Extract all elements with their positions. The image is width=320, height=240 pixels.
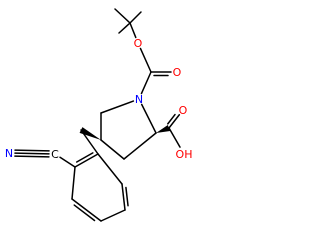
bond-benzene-c3-to-benzene-c4-double-inner: [73, 204, 96, 222]
bond-acid-carbon-to-acid-hydroxyl-single: [168, 127, 181, 148]
bond-ester-oxygen-to-carbamate-carbon-single: [139, 47, 152, 73]
bond-ring-nitrogen-to-ring-ch2-n-single: [100, 100, 135, 114]
bond-carbamate-carbon-to-ring-nitrogen-single: [140, 71, 152, 95]
bond-benzene-c5-to-benzene-c6-double-inner: [125, 186, 129, 207]
bond-benzyl-ch2-to-benzene-c1-single: [80, 129, 99, 155]
atom-label-ester-oxygen: O: [134, 37, 143, 50]
bond-acid-carbon-to-acid-carbonyl-oxygen-double-main: [168, 113, 181, 129]
bond-tert-butyl-methyl-2-to-tert-butyl-quaternary-single: [129, 11, 142, 24]
bond-ring-ch-acid-to-acid-carbon-wedge: [156, 125, 171, 133]
bond-ring-ch-benzyl-to-benzyl-ch2-wedge: [79, 127, 101, 140]
bond-ring-ch-benzyl-to-ring-ch2-single: [100, 139, 125, 160]
bond-tert-butyl-methyl-3-to-tert-butyl-quaternary-single: [118, 22, 131, 34]
bond-acid-carbon-to-acid-carbonyl-oxygen-double-inner: [167, 113, 176, 125]
bond-benzene-c2-to-benzene-c3-single: [71, 166, 76, 200]
bond-benzene-c3-to-benzene-c4-double-main: [71, 198, 102, 222]
atom-label-nitrile-nitrogen: N: [5, 147, 13, 160]
bond-benzene-c5-to-benzene-c6-double-main: [121, 183, 126, 211]
bond-tert-butyl-methyl-1-to-tert-butyl-quaternary-single: [114, 8, 131, 24]
molecule-structure: O O N O OH C N: [5, 8, 193, 222]
bonds-layer: [14, 8, 181, 222]
bond-benzene-c6-to-benzene-c1-single: [97, 153, 123, 185]
atom-label-carbamate-carbonyl-oxygen: O: [173, 66, 182, 79]
atom-label-acid-hydroxyl: OH: [176, 148, 193, 161]
atom-label-acid-carbonyl-oxygen: O: [179, 104, 188, 117]
atom-label-ring-nitrogen: N: [135, 93, 143, 106]
bond-tert-butyl-quaternary-to-ester-oxygen-single: [129, 22, 137, 39]
bond-nitrile-carbon-to-nitrile-nitrogen-triple-upper: [14, 149, 50, 152]
bond-benzene-c1-to-benzene-c2-double-main: [74, 153, 99, 168]
atom-label-nitrile-carbon: C: [51, 148, 59, 161]
bond-ring-nitrogen-to-ring-ch-acid-single: [140, 103, 157, 134]
bond-benzene-c4-to-benzene-c5-single: [100, 209, 126, 222]
bond-ring-ch2-to-ring-ch-acid-single: [123, 132, 157, 160]
bond-nitrile-carbon-to-nitrile-nitrogen-triple-center: [14, 152, 50, 155]
atom-labels-layer: O O N O OH C N: [5, 37, 193, 161]
bond-benzene-c1-to-benzene-c2-double-inner: [75, 152, 94, 163]
bond-nitrile-carbon-to-nitrile-nitrogen-triple-lower: [14, 155, 50, 158]
bond-benzene-c2-to-nitrile-carbon-single: [59, 156, 76, 168]
